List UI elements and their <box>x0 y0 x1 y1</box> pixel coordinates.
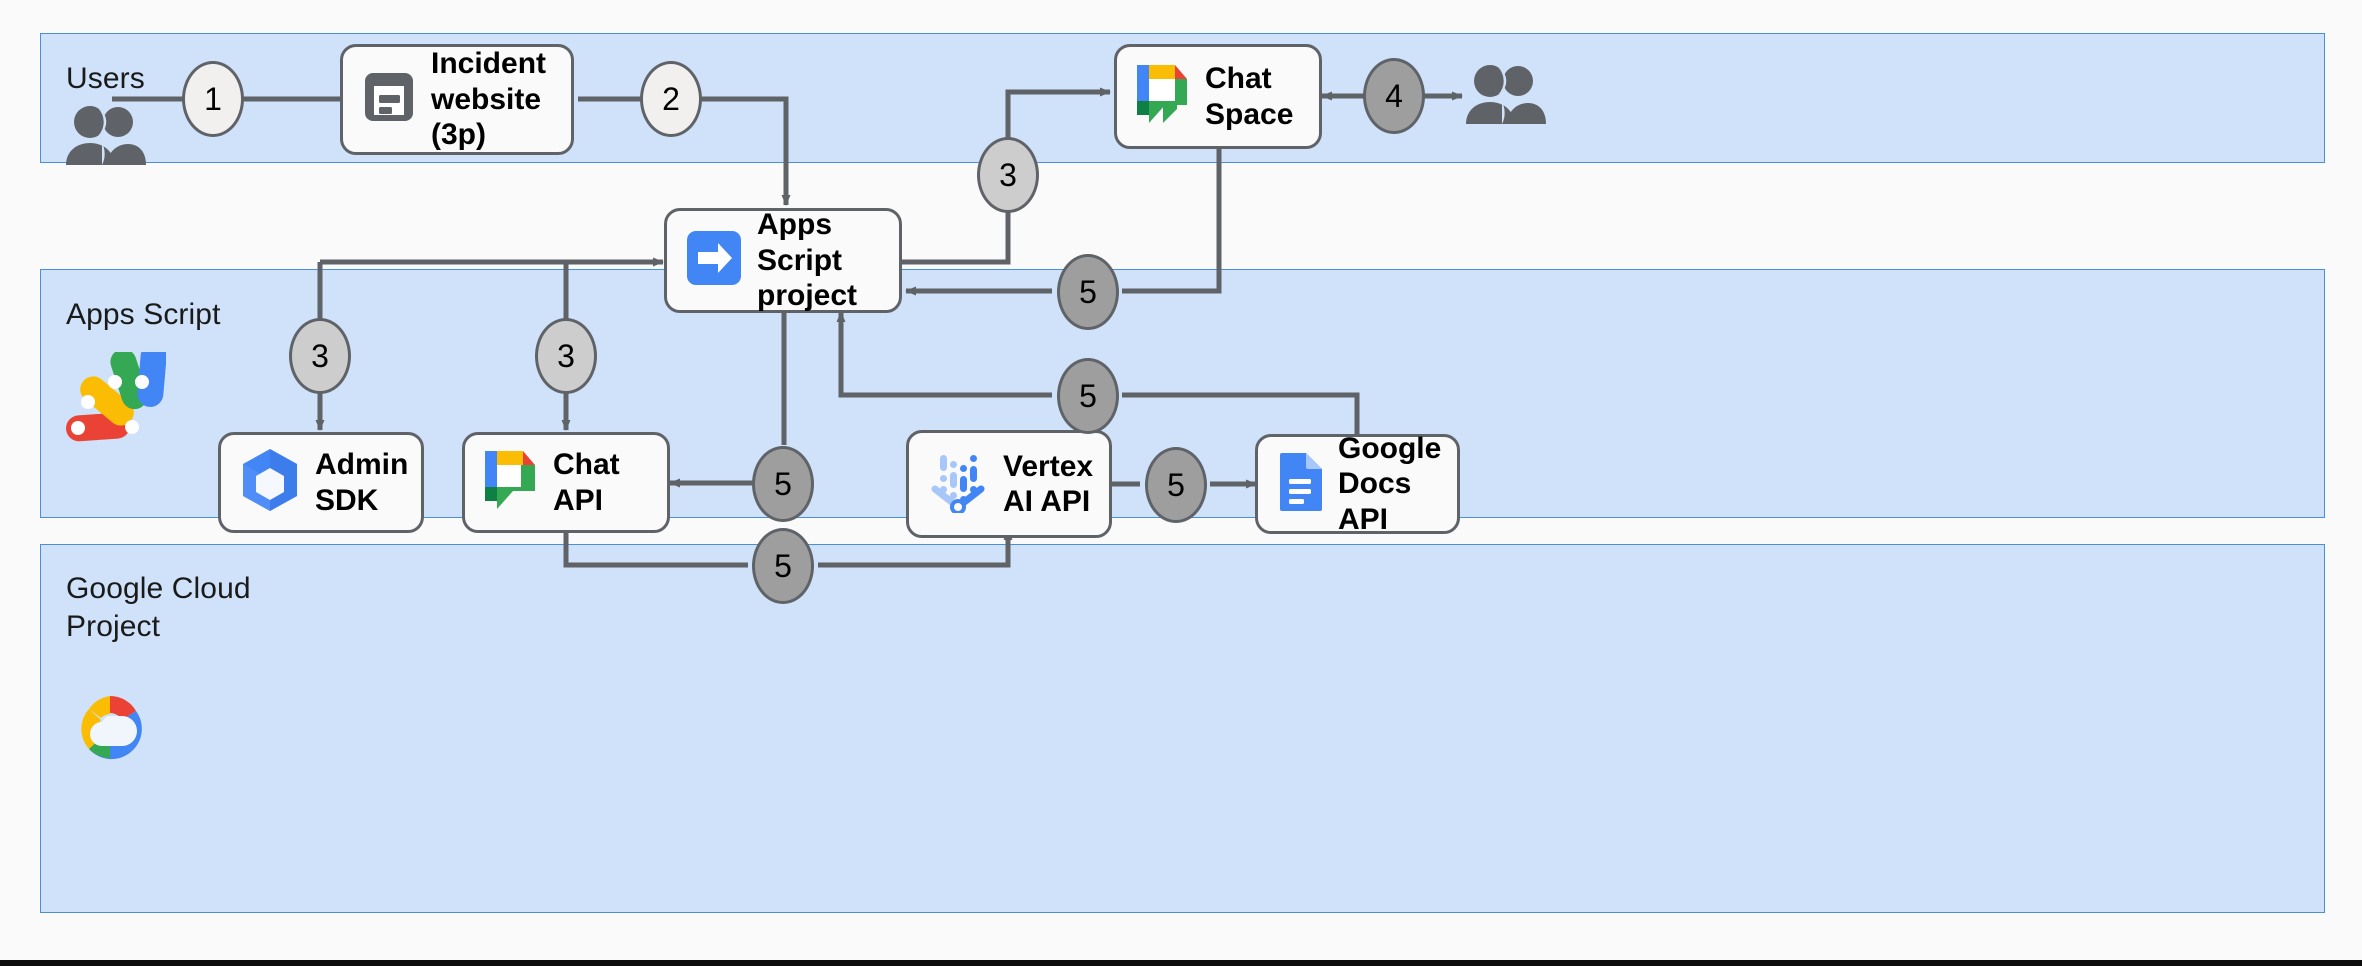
band-google-cloud <box>40 544 2325 913</box>
step-badge-3-chat-space: 3 <box>977 137 1039 213</box>
step-number: 5 <box>1167 466 1185 503</box>
band-label-google-cloud: Google Cloud Project <box>66 572 251 643</box>
step-number: 3 <box>557 337 575 374</box>
users-icon <box>1462 64 1546 131</box>
step-number: 5 <box>1079 377 1097 414</box>
node-vertex-ai-api[interactable]: Vertex AI API <box>906 430 1112 538</box>
google-docs-icon <box>1276 451 1324 518</box>
step-badge-3-admin-sdk: 3 <box>289 318 351 394</box>
step-number: 5 <box>1079 273 1097 310</box>
step-badge-5-docs-to-project: 5 <box>1057 358 1119 434</box>
node-label-incident-website: Incident website (3p) <box>431 47 547 152</box>
website-icon <box>361 69 417 130</box>
node-label-google-docs-api: Google Docs API <box>1338 431 1442 536</box>
node-label-chat-space: Chat Space <box>1205 62 1294 131</box>
node-admin-sdk[interactable]: Admin SDK <box>218 432 424 533</box>
step-badge-5-chat-space-to-project: 5 <box>1057 254 1119 330</box>
step-number: 3 <box>311 337 329 374</box>
step-number: 2 <box>662 80 680 117</box>
google-cloud-logo <box>62 690 158 775</box>
step-badge-4: 4 <box>1363 58 1425 134</box>
step-number: 1 <box>204 80 222 117</box>
step-number: 4 <box>1385 77 1403 114</box>
step-number: 5 <box>774 547 792 584</box>
node-label-apps-script-project: Apps Script project <box>757 208 858 313</box>
step-badge-2: 2 <box>640 61 702 137</box>
node-chat-space[interactable]: Chat Space <box>1114 44 1322 149</box>
step-number: 3 <box>999 156 1017 193</box>
band-label-users: Users <box>66 62 145 95</box>
node-google-docs-api[interactable]: Google Docs API <box>1255 431 1460 536</box>
step-badge-3-chat-api: 3 <box>535 318 597 394</box>
band-label-apps-script: Apps Script <box>66 298 221 331</box>
admin-sdk-icon <box>239 447 301 518</box>
node-chat-api[interactable]: Chat API <box>462 432 670 533</box>
google-chat-icon <box>1135 63 1191 130</box>
apps-script-logo <box>62 343 167 449</box>
node-incident-website[interactable]: Incident website (3p) <box>340 44 574 155</box>
step-badge-5-chat-api-to-vertex: 5 <box>752 528 814 604</box>
step-badge-5-project-to-chat-api: 5 <box>752 446 814 522</box>
apps-script-project-icon <box>685 229 743 292</box>
users-icon <box>62 105 146 172</box>
node-label-admin-sdk: Admin SDK <box>315 448 409 517</box>
step-number: 5 <box>774 465 792 502</box>
node-apps-script-project[interactable]: Apps Script project <box>664 208 902 313</box>
google-chat-icon <box>483 449 539 516</box>
node-label-chat-api: Chat API <box>553 448 620 517</box>
step-badge-1: 1 <box>182 61 244 137</box>
step-badge-5-vertex-to-docs: 5 <box>1145 447 1207 523</box>
vertex-ai-icon <box>927 451 989 518</box>
node-label-vertex-ai-api: Vertex AI API <box>1003 449 1094 518</box>
